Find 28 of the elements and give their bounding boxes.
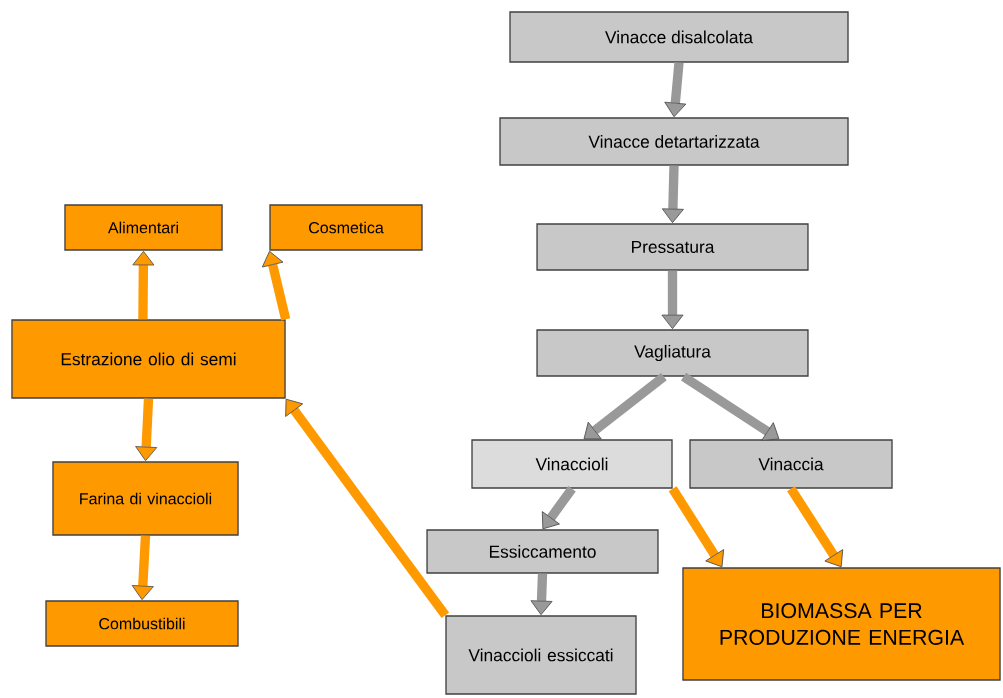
block-arrow: [530, 573, 553, 616]
process-box: Vinaccia: [689, 439, 893, 489]
product-box: Combustibili: [45, 600, 239, 647]
block-arrow: [668, 486, 725, 568]
block-arrow: [583, 373, 667, 440]
product-box: Estrazione olio di semi: [11, 319, 286, 399]
block-arrow: [135, 398, 158, 462]
block-arrow: [132, 250, 155, 320]
block-arrow: [787, 486, 844, 568]
product-box: BIOMASSA PER PRODUZIONE ENERGIA: [682, 567, 1001, 681]
process-box: Vinaccioli: [471, 439, 673, 489]
block-arrow: [131, 535, 154, 601]
process-box: Vinaccioli essiccati: [445, 615, 637, 695]
process-box: Pressatura: [536, 223, 809, 271]
block-arrow: [285, 398, 450, 619]
process-box: Essiccamento: [426, 529, 659, 574]
product-box: Alimentari: [64, 204, 223, 251]
block-arrow: [664, 62, 687, 118]
block-arrow: [681, 372, 780, 441]
process-box: Vagliatura: [536, 329, 809, 377]
process-box: Vinacce detartarizzata: [499, 117, 849, 166]
product-box: Cosmetica: [269, 204, 423, 251]
block-arrow: [661, 165, 684, 224]
block-arrow: [661, 270, 684, 330]
block-arrow: [261, 250, 291, 321]
product-box: Farina di vinaccioli: [52, 461, 239, 536]
block-arrow: [541, 485, 576, 530]
process-box: Vinacce disalcolata: [509, 11, 849, 63]
